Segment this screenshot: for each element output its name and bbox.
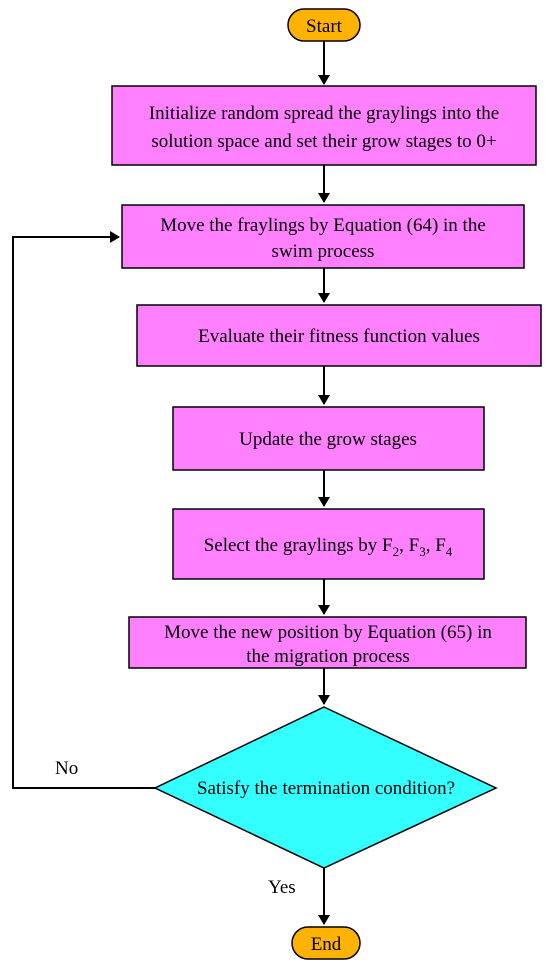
select-label: Select the graylings by F2, F3, F4 [204, 535, 453, 559]
init-label-line1: Initialize random spread the graylings i… [149, 103, 499, 124]
start-label: Start [306, 16, 343, 37]
update-node: Update the grow stages [172, 406, 485, 471]
move-label-line2: swim process [272, 241, 375, 262]
end-label: End [311, 934, 342, 955]
arrow-no-loop [12, 231, 155, 789]
update-label: Update the grow stages [239, 429, 417, 450]
start-node: Start [287, 8, 361, 42]
migrate-label-line2: the migration process [246, 646, 410, 667]
init-node: Initialize random spread the graylings i… [111, 85, 537, 166]
move-node: Move the fraylings by Equation (64) in t… [121, 204, 525, 269]
migrate-label-line1: Move the new position by Equation (65) i… [164, 622, 492, 643]
no-label: No [55, 758, 78, 779]
select-node: Select the graylings by F2, F3, F4 [172, 508, 485, 580]
move-label-line1: Move the fraylings by Equation (64) in t… [160, 215, 486, 236]
evaluate-label: Evaluate their fitness function values [198, 326, 480, 347]
init-label-line2: solution space and set their grow stages… [151, 131, 496, 152]
decision-label: Satisfy the termination condition? [197, 778, 455, 799]
migrate-node: Move the new position by Equation (65) i… [128, 616, 527, 669]
end-node: End [291, 926, 361, 960]
yes-label: Yes [268, 877, 296, 898]
decision-node: Satisfy the termination condition? [153, 706, 498, 869]
evaluate-node: Evaluate their fitness function values [136, 304, 542, 367]
